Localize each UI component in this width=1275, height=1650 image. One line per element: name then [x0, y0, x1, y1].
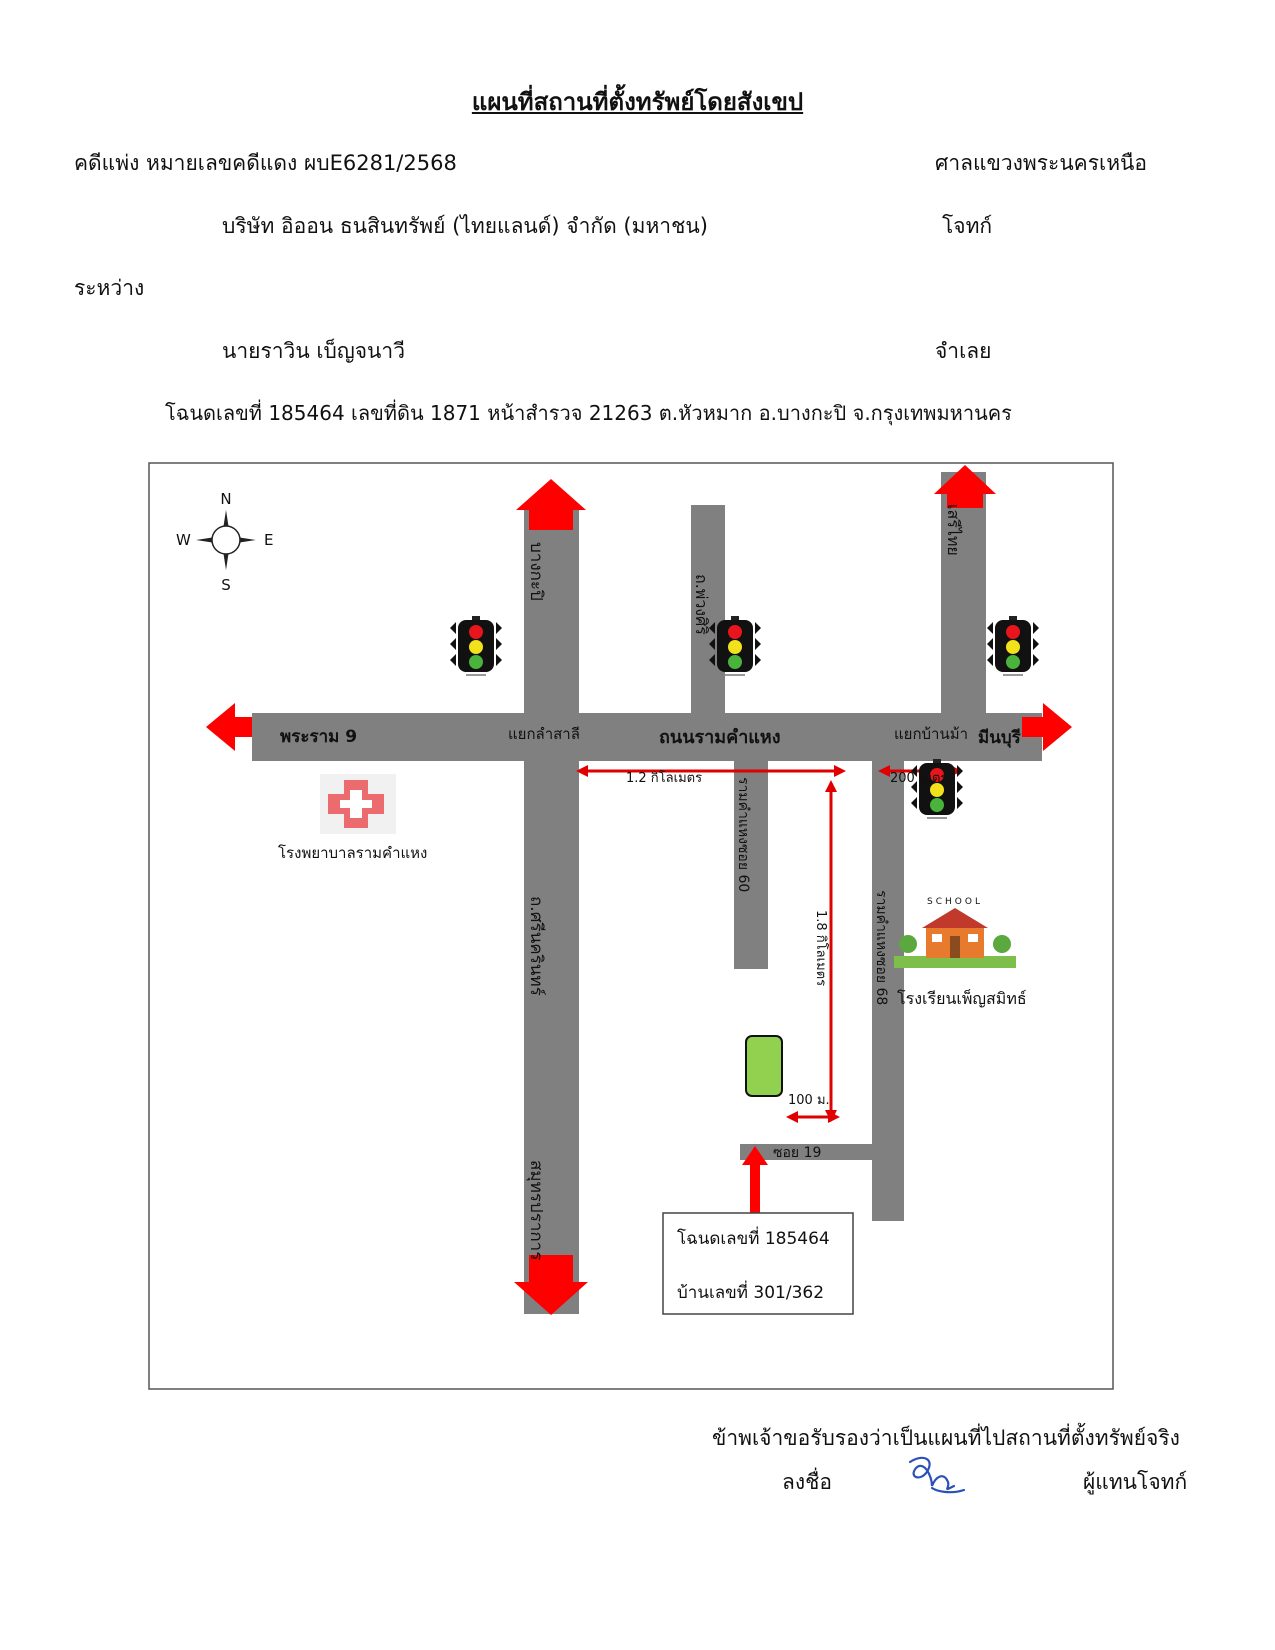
distance-label-1-8km: 1.8 กิโลเมตร — [813, 910, 829, 986]
hospital-label: โรงพยาบาลรามคำแหง — [278, 844, 427, 862]
road-soi-60 — [734, 759, 768, 969]
signature-mark — [908, 1456, 966, 1494]
compass-rose: N S E W — [176, 490, 273, 594]
arrow-to-property-head — [742, 1146, 768, 1165]
property-deed-number: โฉนดเลขที่ 185464 — [677, 1226, 830, 1249]
compass-south: S — [221, 576, 231, 594]
distance-label-100m: 100 ม. — [788, 1093, 830, 1108]
court-name: ศาลแขวงพระนครเหนือ — [935, 151, 1147, 175]
road-label-ramkhamhaeng: ถนนรามคำแหง — [659, 727, 781, 748]
defendant-role: จำเลย — [935, 339, 992, 363]
signer-role: ผู้แทนโจทก์ — [1083, 1470, 1188, 1494]
certification-text: ข้าพเจ้าขอรับรองว่าเป็นแผนที่ไปสถานที่ตั… — [712, 1426, 1180, 1450]
arrow-east-minburi — [1022, 703, 1072, 751]
compass-east: E — [264, 531, 273, 549]
road-rama9-ramkhamhaeng — [252, 713, 1042, 761]
road-bangkapi-srinakarin — [524, 510, 579, 1314]
property-info-box — [662, 1212, 854, 1315]
property-house-number: บ้านเลขที่ 301/362 — [677, 1280, 824, 1303]
compass-north: N — [220, 490, 231, 508]
road-label-srinakarin: ถ.ศรีนครินทร์ — [526, 896, 546, 996]
road-label-samutprakan: สมุทรปราการ — [526, 1160, 546, 1260]
road-label-soi-19: ซอย 19 — [773, 1145, 821, 1161]
plaintiff-name: บริษัท อิออน ธนสินทรัพย์ (ไทยแลนด์) จำกั… — [222, 214, 708, 238]
property-map: N S E W พระราม 9 แยกลำสาลี ถนนรามคำแหง แ… — [148, 462, 1114, 1390]
road-label-phuangsri: ถ.พ่วงศิริ — [692, 574, 711, 635]
road-phuangsri — [691, 505, 725, 715]
signature-label: ลงชื่อ — [782, 1470, 832, 1494]
intersection-lamsali: แยกลำสาลี — [508, 725, 580, 743]
road-serithai — [941, 472, 986, 715]
page-title: แผนที่สถานที่ตั้งทรัพย์โดยสังเขป — [471, 88, 804, 116]
plaintiff-role: โจทก์ — [942, 214, 993, 238]
arrow-south-samutprakan — [514, 1255, 588, 1315]
school-icon: SCHOOL — [894, 897, 1016, 968]
compass-west: W — [176, 531, 191, 549]
distance-label-1-2km: 1.2 กิโลเมตร — [626, 770, 702, 786]
intersection-banma: แยกบ้านม้า — [894, 725, 968, 743]
school-label: โรงเรียนเพ็ญสมิทธ์ — [897, 988, 1027, 1008]
hospital-icon — [320, 774, 396, 834]
case-number: คดีแพ่ง หมายเลขคดีแดง ผบE6281/2568 — [74, 151, 457, 175]
road-label-soi-60: รามคำแหงซอย 60 — [735, 777, 751, 892]
arrow-west-rama9 — [206, 703, 252, 751]
property-marker — [745, 1035, 783, 1097]
defendant-name: นายราวิน เบ็ญจนาวี — [222, 339, 405, 363]
road-label-serithai: เสรีไทย — [944, 504, 963, 556]
road-label-minburi: มีนบุรี — [978, 727, 1022, 748]
arrow-north-serithai — [934, 465, 996, 508]
road-soi-68 — [872, 759, 904, 1221]
deed-info-line: โฉนดเลขที่ 185464 เลขที่ดิน 1871 หน้าสำร… — [165, 401, 1012, 425]
arrow-north-bangkapi — [516, 479, 586, 530]
road-label-bangkapi: บางกะปิ — [526, 542, 546, 601]
school-sign: SCHOOL — [927, 897, 983, 907]
direction-arrows — [206, 465, 1072, 1315]
between-label: ระหว่าง — [74, 276, 145, 300]
road-label-soi-68: รามคำแหงซอย 68 — [873, 890, 889, 1005]
arrow-to-property-shaft — [750, 1155, 760, 1251]
distance-label-200m: 200 เมตร — [890, 771, 947, 786]
roads — [252, 472, 1042, 1314]
road-label-rama9: พระราม 9 — [280, 727, 357, 747]
road-soi-19 — [740, 1144, 874, 1160]
